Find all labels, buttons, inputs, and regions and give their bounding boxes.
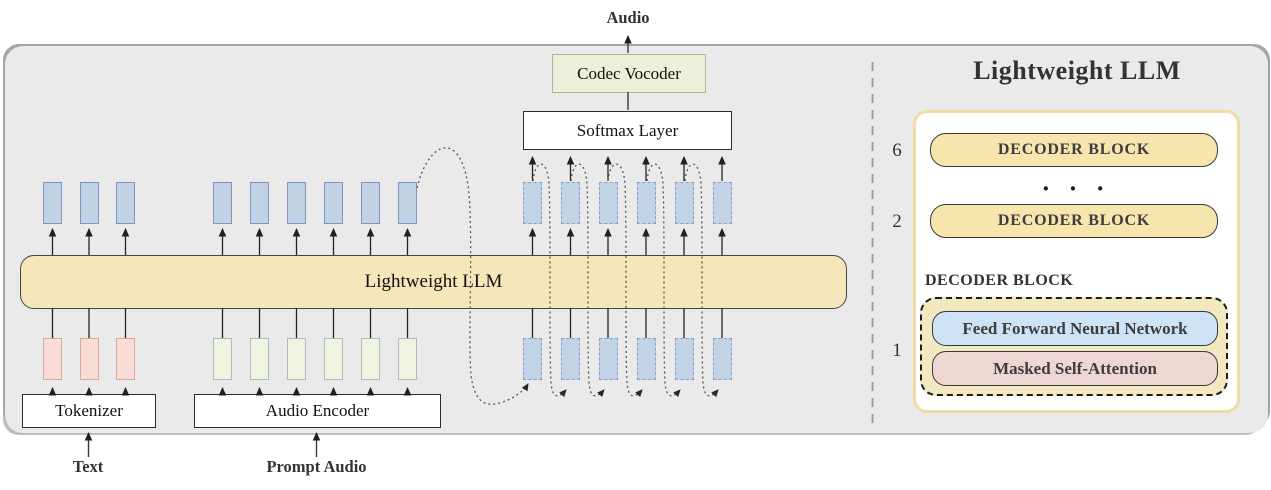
llm-output-tokens	[361, 182, 380, 224]
generated-token-outputs	[523, 182, 542, 224]
softmax-layer-box: Softmax Layer	[523, 111, 732, 150]
llm-output-tokens	[116, 182, 135, 224]
prompt-audio-tokens	[287, 338, 306, 380]
tokenizer-box: Tokenizer	[22, 394, 156, 428]
prompt-audio-tokens	[361, 338, 380, 380]
feed-forward-pill: Feed Forward Neural Network	[932, 311, 1218, 346]
llm-output-tokens	[250, 182, 269, 224]
llm-output-tokens	[43, 182, 62, 224]
text-tokens	[43, 338, 62, 380]
generated-token-outputs	[561, 182, 580, 224]
llm-detail-title: Lightweight LLM	[973, 56, 1181, 85]
llm-output-tokens	[287, 182, 306, 224]
generated-token-inputs	[561, 338, 580, 380]
text-tokens	[79, 338, 99, 380]
lightweight-llm-bar: Lightweight LLM	[20, 255, 847, 309]
llm-output-tokens	[79, 182, 99, 224]
llm-output-tokens	[398, 182, 417, 224]
llm-output-tokens	[324, 182, 343, 224]
decoder-block-pill-bottom: DECODER BLOCK	[930, 204, 1218, 238]
generated-token-inputs	[674, 338, 694, 380]
prompt-audio-tokens	[398, 338, 417, 380]
prompt-audio-tokens	[324, 338, 343, 380]
text-tokens	[116, 338, 135, 380]
generated-token-inputs	[523, 338, 542, 380]
masked-self-attention-pill: Masked Self-Attention	[932, 351, 1218, 386]
generated-token-outputs	[598, 182, 618, 224]
generated-token-outputs	[636, 182, 656, 224]
prompt-audio-tokens	[250, 338, 269, 380]
codec-vocoder-box: Codec Vocoder	[552, 54, 706, 93]
prompt-audio-tokens	[213, 338, 232, 380]
generated-token-outputs	[712, 182, 732, 224]
audio-encoder-box: Audio Encoder	[194, 394, 441, 428]
generated-token-outputs	[674, 182, 694, 224]
llm-output-tokens	[213, 182, 232, 224]
layer-number-1: 1	[892, 340, 902, 361]
generated-token-inputs	[712, 338, 732, 380]
audio-output-label: Audio	[606, 8, 650, 27]
text-input-label: Text	[72, 457, 104, 476]
decoder-block-pill-top: DECODER BLOCK	[930, 133, 1218, 167]
prompt-audio-input-label: Prompt Audio	[266, 457, 367, 476]
generated-token-inputs	[598, 338, 618, 380]
generated-token-inputs	[636, 338, 656, 380]
decoder-block-label: DECODER BLOCK	[925, 272, 1074, 289]
layer-number-6: 6	[892, 140, 902, 161]
layer-number-2: 2	[892, 211, 902, 232]
stack-ellipsis: · · ·	[1041, 174, 1111, 203]
